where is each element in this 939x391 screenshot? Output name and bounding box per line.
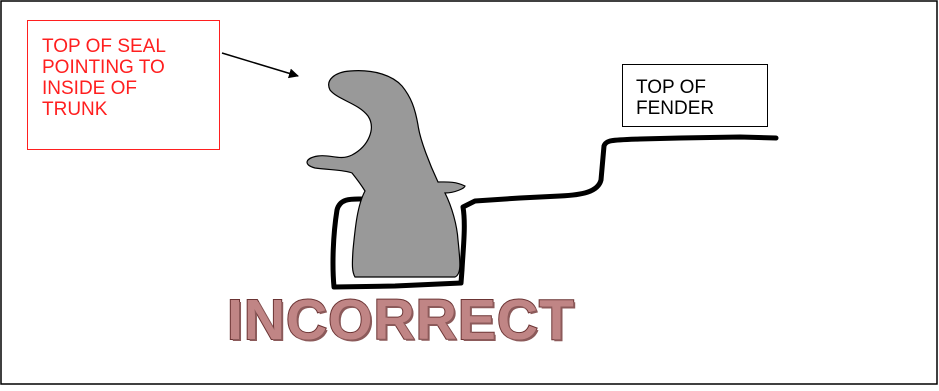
seal-cross-section (306, 70, 466, 278)
top-of-fender-callout: TOP OF FENDER (622, 64, 768, 127)
fender-channel-profile (330, 134, 779, 290)
seal-orientation-callout: TOP OF SEAL POINTING TO INSIDE OF TRUNK (27, 20, 220, 150)
callout-arrow (221, 52, 299, 79)
incorrect-verdict-label: INCORRECT (226, 288, 575, 352)
